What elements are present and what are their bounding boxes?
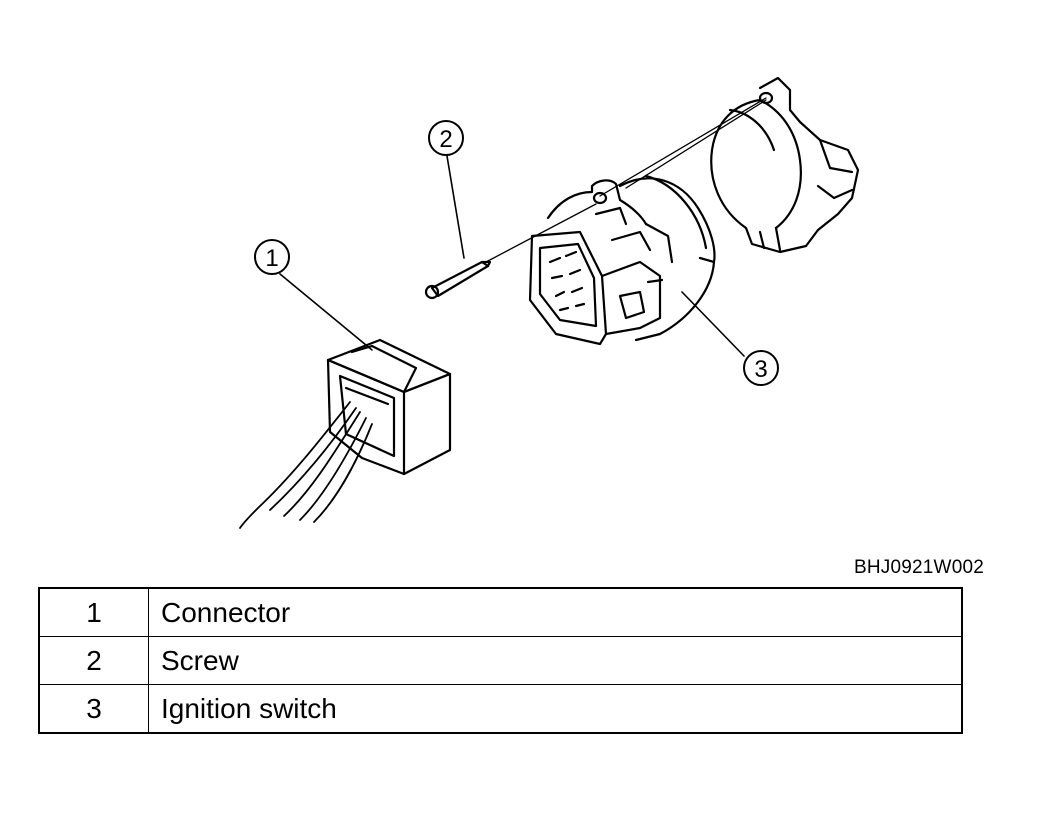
harness-connector [326,338,452,476]
legend-label: Screw [148,636,963,685]
legend-table: 1 Connector 2 Screw 3 Ignition switch [38,587,963,734]
callout-1-number: 1 [265,245,278,272]
callout-3-number: 3 [754,356,767,383]
callout-2: 2 [428,120,464,156]
legend-number: 1 [38,587,149,637]
ignition-switch-body [528,174,716,346]
figure-code: BHJ0921W002 [854,557,984,578]
callout-3: 3 [743,350,779,386]
callout-1: 1 [254,239,290,275]
screw [424,260,492,300]
legend-number: 2 [38,636,149,685]
legend-label: Connector [148,587,963,637]
table-row: 2 Screw [38,636,963,685]
legend-number: 3 [38,684,149,734]
table-row: 1 Connector [38,587,963,637]
callout-leaders [279,155,745,357]
table-row: 3 Ignition switch [38,684,963,734]
harness-wires [239,401,373,529]
callout-2-number: 2 [439,126,452,153]
assembly-lines [485,97,767,263]
column-bracket [710,76,860,254]
legend-label: Ignition switch [148,684,963,734]
exploded-view-diagram: 1 2 3 [239,76,860,529]
